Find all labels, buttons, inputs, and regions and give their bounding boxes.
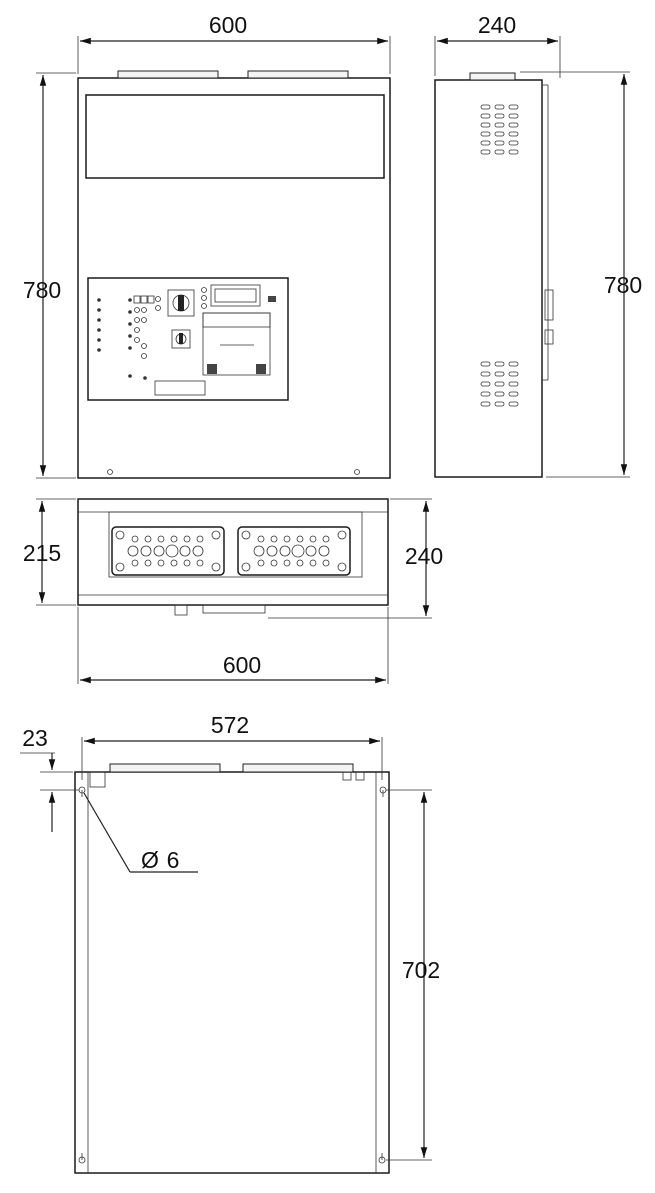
bottom-breaker-edge [202, 604, 266, 614]
side-vent-lower [480, 361, 519, 407]
front-handle-left [117, 70, 219, 79]
rear-handle-left [109, 763, 221, 773]
side-cabinet-outline [434, 79, 543, 478]
front-foot-right [354, 469, 360, 475]
side-switch-protrusion [544, 289, 554, 321]
rear-mounting-view [20, 737, 432, 1174]
breaker-module [202, 312, 271, 376]
rotary-switch-main-icon [167, 289, 195, 317]
dim-bottom-width: 600 [223, 652, 261, 678]
button-cluster [133, 295, 161, 359]
dim-mount-spacing-horizontal: 572 [211, 712, 249, 738]
bottom-view [36, 498, 432, 684]
dim-side-depth: 240 [478, 12, 516, 38]
rear-cabinet-outline [74, 771, 390, 1174]
bottom-switch-knob [174, 604, 188, 616]
mount-hole-bottom-left-icon [78, 1153, 86, 1164]
front-handle-right [247, 70, 349, 79]
dim-side-height: 780 [604, 272, 642, 298]
front-view [36, 36, 391, 479]
side-handle [469, 72, 516, 81]
leader-mount-hole [83, 792, 131, 873]
gland-plate [108, 511, 363, 578]
side-view [434, 36, 630, 478]
dim-front-width: 600 [209, 12, 247, 38]
rear-bracket-left [89, 771, 106, 788]
dim-bottom-depth-left: 215 [23, 540, 61, 566]
dim-bottom-depth-right: 240 [405, 543, 443, 569]
rear-handle-right [242, 763, 354, 773]
mount-hole-bottom-right-icon [378, 1153, 386, 1164]
indicator-leds [97, 298, 147, 380]
front-foot-left [107, 469, 113, 475]
side-vent-upper [480, 104, 519, 155]
front-control-panel [87, 277, 289, 401]
diameter-symbol: Ø [141, 847, 159, 873]
cable-gland-block-right [237, 526, 351, 576]
display-unit [201, 284, 276, 309]
rotary-switch-small-icon [171, 329, 191, 349]
nameplate-label [154, 380, 206, 396]
front-upper-cover [85, 94, 385, 179]
dim-mount-hole-diameter: 6 [167, 847, 180, 873]
dim-mount-spacing-vertical: 702 [402, 957, 440, 983]
dim-mount-offset-top: 23 [22, 725, 48, 751]
cable-gland-block-left [111, 526, 225, 576]
dim-front-height: 780 [23, 277, 61, 303]
